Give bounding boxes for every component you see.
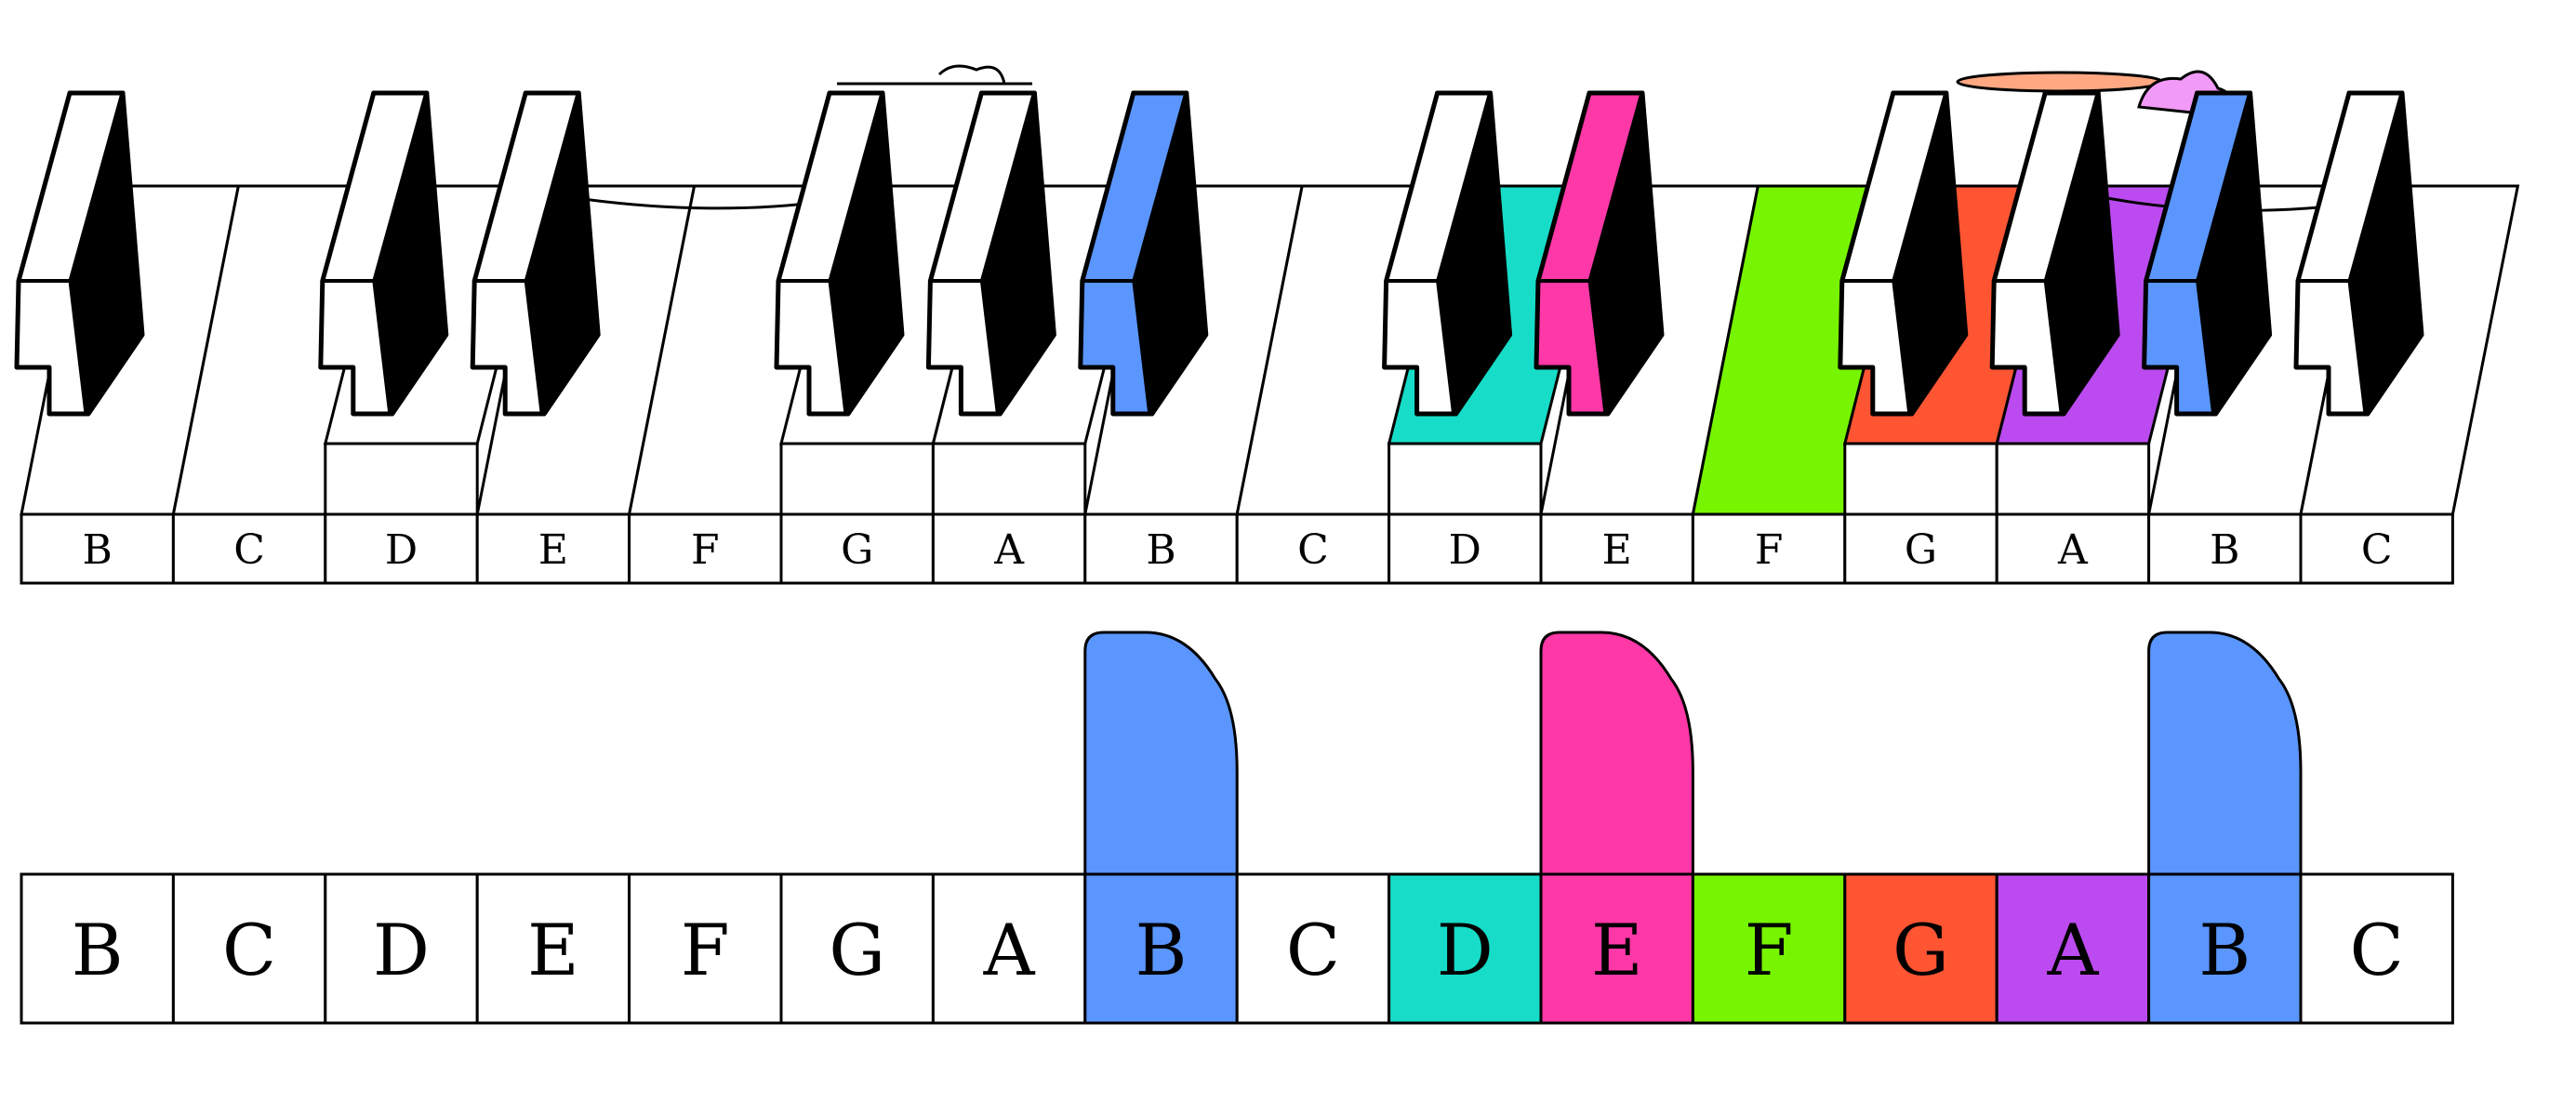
flat-key — [1083, 872, 1239, 1025]
flat-key — [1691, 872, 1847, 1025]
flat-key-label: B — [2198, 909, 2251, 991]
flat-key — [475, 872, 631, 1025]
key-label-box — [20, 512, 175, 585]
volcano-smoke — [1956, 71, 2164, 93]
flat-key-label: A — [983, 909, 1036, 991]
black-key-slab — [2293, 90, 2405, 417]
flat-key-label: F — [1745, 909, 1794, 991]
flat-key-label: F — [681, 909, 730, 991]
key-front-face — [931, 442, 1087, 516]
key-label-box — [324, 512, 479, 585]
key-label: A — [2057, 526, 2089, 574]
key-label-box — [1691, 512, 1847, 585]
key-label-box — [2299, 512, 2454, 585]
flat-key — [20, 872, 175, 1025]
flat-key-label: C — [2350, 909, 2404, 991]
cloud-outline — [837, 64, 1032, 86]
black-key-slab — [925, 90, 1037, 417]
flat-key-label: G — [1892, 909, 1949, 991]
flat-key-label: B — [1135, 909, 1188, 991]
flat-key — [1235, 872, 1391, 1025]
key-front-face — [1995, 442, 2151, 516]
flat-key — [171, 872, 327, 1025]
key-label: F — [691, 526, 720, 574]
flat-key — [1995, 872, 2151, 1025]
key-label: D — [1449, 526, 1481, 574]
flat-key — [2147, 872, 2303, 1025]
black-key-slab — [1382, 90, 1494, 417]
key-label-box — [1995, 512, 2151, 585]
key-label: E — [1602, 526, 1632, 574]
flat-key-label: E — [527, 909, 578, 991]
key-tab — [2147, 631, 2303, 876]
flat-key-label: C — [222, 909, 276, 991]
black-key-slab — [1838, 90, 1949, 417]
key-label: B — [1146, 526, 1175, 574]
key-label: D — [385, 526, 418, 574]
black-key-slab — [14, 90, 126, 417]
black-key-slab — [1534, 90, 1645, 417]
flat-key-label: E — [1591, 909, 1642, 991]
flat-key-label: B — [72, 909, 124, 991]
flat-key — [2299, 872, 2454, 1025]
flat-key — [1539, 872, 1694, 1025]
flat-key-label: C — [1286, 909, 1340, 991]
key-label-box — [1388, 512, 1543, 585]
key-label-box — [475, 512, 631, 585]
flat-key-label: D — [373, 909, 430, 991]
flat-key-label: A — [2046, 909, 2099, 991]
key-label-box — [931, 512, 1087, 585]
key-tab — [1539, 631, 1694, 876]
key-front-face — [1843, 442, 1998, 516]
key-label: F — [1755, 526, 1784, 574]
black-key-slab — [1989, 90, 2101, 417]
key-label: B — [83, 526, 113, 574]
flat-key-label: G — [829, 909, 885, 991]
key-tab — [1083, 631, 1239, 876]
black-key-slab — [2142, 90, 2253, 417]
key-front-face — [1388, 442, 1543, 516]
flat-key — [779, 872, 935, 1025]
key-front-face — [324, 442, 479, 516]
key-label: G — [841, 526, 873, 574]
key-label: E — [538, 526, 568, 574]
black-key-slab — [470, 90, 581, 417]
key-label: G — [1905, 526, 1937, 574]
flat-key — [1843, 872, 1998, 1025]
black-key-slab — [1078, 90, 1189, 417]
black-key-slab — [318, 90, 430, 417]
key-label-box — [2147, 512, 2303, 585]
key-label: C — [2361, 526, 2393, 574]
key-label-box — [628, 512, 783, 585]
flat-key-label: D — [1437, 909, 1494, 991]
key-label: C — [233, 526, 265, 574]
key-label: A — [993, 526, 1025, 574]
key-label: B — [2210, 526, 2239, 574]
key-label-box — [1235, 512, 1391, 585]
key-front-face — [779, 442, 935, 516]
key-label: C — [1297, 526, 1329, 574]
key-label-box — [1083, 512, 1239, 585]
key-label-box — [1539, 512, 1694, 585]
black-key-slab — [774, 90, 885, 417]
